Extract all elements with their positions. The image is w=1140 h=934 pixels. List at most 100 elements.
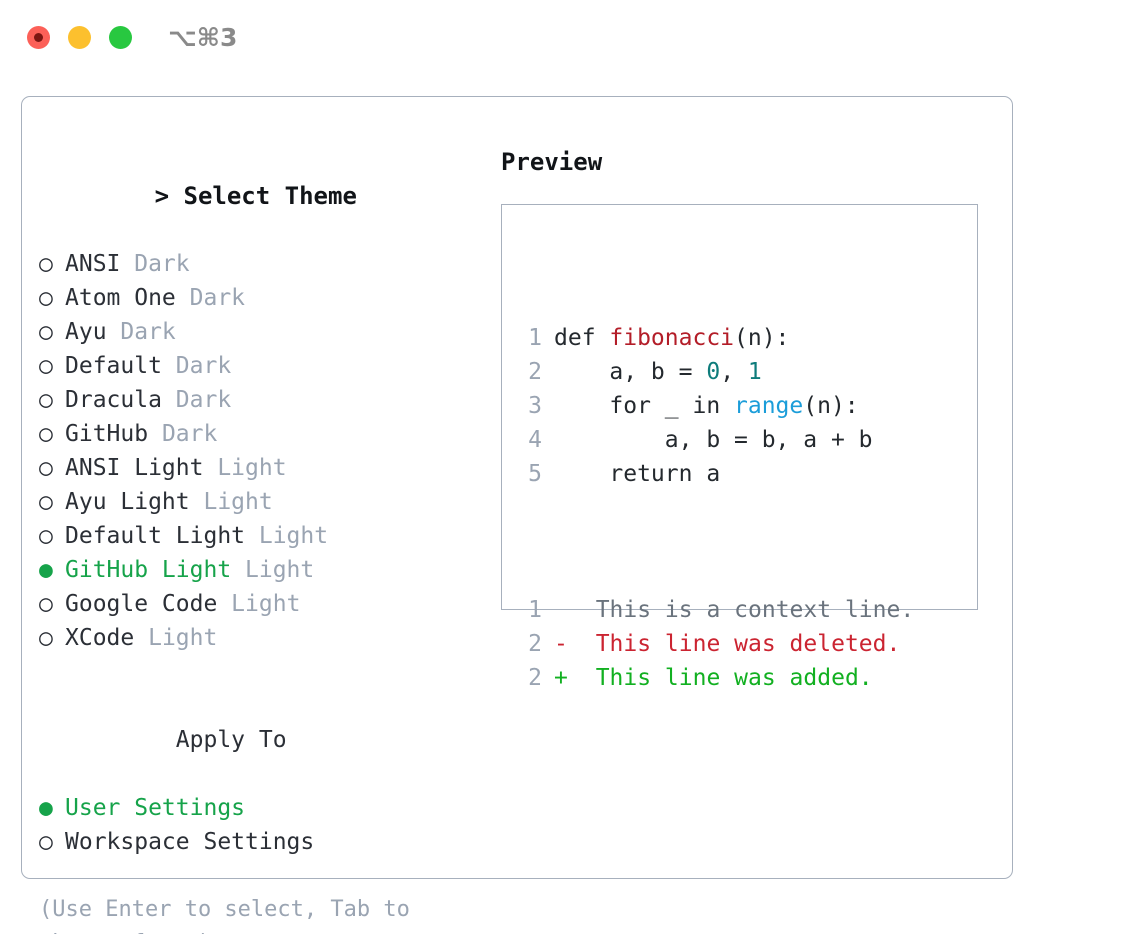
- radio-unselected-icon: ○: [39, 523, 53, 549]
- code-line: 4 a, b = b, a + b: [516, 423, 914, 457]
- diff-marker: +: [554, 665, 568, 691]
- apply-to-option-list: ●User Settings ○ Workspace Settings: [39, 791, 469, 859]
- theme-option-label: Default Light: [65, 523, 246, 549]
- preview-heading: Preview: [501, 148, 603, 176]
- code-line: 3 for _ in range(n):: [516, 389, 914, 423]
- line-number: 4: [528, 427, 542, 453]
- minimize-window-button[interactable]: [68, 26, 91, 49]
- theme-option-atom-one[interactable]: ○ Atom One Dark: [39, 281, 469, 315]
- diff-marker: -: [554, 631, 568, 657]
- theme-option-default-light[interactable]: ○ Default Light Light: [39, 519, 469, 553]
- theme-option-dracula[interactable]: ○ Dracula Dark: [39, 383, 469, 417]
- theme-option-ayu-light[interactable]: ○Ayu Light Light: [39, 485, 469, 519]
- theme-option-label: GitHub Light: [65, 557, 232, 583]
- diff-marker: [554, 593, 568, 627]
- radio-unselected-icon: ○: [39, 285, 53, 311]
- radio-unselected-icon: ○: [39, 625, 53, 651]
- theme-list-column: > Select Theme ○ANSI Dark○Atom One Dark○…: [39, 145, 469, 934]
- code-line: 1 def fibonacci(n):: [516, 321, 914, 355]
- apply-to-option-label: Workspace Settings: [65, 829, 315, 855]
- apply-to-heading-indent: [150, 723, 176, 757]
- radio-unselected-icon: ○: [39, 319, 53, 345]
- theme-option-label: Ayu Light: [65, 489, 190, 515]
- theme-option-category: Light: [245, 523, 329, 549]
- theme-option-default[interactable]: ○Default Dark: [39, 349, 469, 383]
- select-theme-heading-label: Select Theme: [183, 182, 357, 210]
- theme-option-label: GitHub: [65, 421, 149, 447]
- line-number: 2: [528, 665, 542, 691]
- diff-line-text: This line was deleted.: [568, 631, 901, 657]
- diff-sample: 1 This is a context line.2- This line wa…: [516, 593, 914, 695]
- radio-unselected-icon: ○: [39, 829, 53, 855]
- theme-option-category: Light: [203, 455, 287, 481]
- theme-option-github-light[interactable]: ●GitHub Light Light: [39, 553, 469, 587]
- theme-option-category: Dark: [120, 251, 190, 277]
- window-titlebar: ⌥⌘3: [0, 0, 1140, 76]
- apply-to-option-workspace-settings[interactable]: ○ Workspace Settings: [39, 825, 469, 859]
- code-token-plain: a, b =: [554, 359, 707, 385]
- apply-to-heading: Apply To: [39, 689, 469, 791]
- line-number: 3: [528, 393, 542, 419]
- diff-line-add: 2+ This line was added.: [516, 661, 914, 695]
- line-number: 2: [528, 631, 542, 657]
- code-token-plain: def: [554, 325, 610, 351]
- radio-unselected-icon: ○: [39, 251, 53, 277]
- theme-option-category: Dark: [148, 421, 218, 447]
- theme-option-ayu[interactable]: ○Ayu Dark: [39, 315, 469, 349]
- radio-unselected-icon: ○: [39, 387, 53, 413]
- code-token-plain: for _ in: [554, 393, 735, 419]
- theme-option-label: Google Code: [65, 591, 218, 617]
- line-number: 1: [528, 325, 542, 351]
- theme-option-label: Atom One: [65, 285, 176, 311]
- theme-option-ansi[interactable]: ○ ANSI Dark: [39, 247, 469, 281]
- code-token-plain: (n):: [803, 393, 859, 419]
- theme-option-label: Dracula: [65, 387, 162, 413]
- theme-option-category: Light: [189, 489, 273, 515]
- code-token-call: range: [734, 393, 804, 419]
- code-line: 2 a, b = 0, 1: [516, 355, 914, 389]
- code-token-plain: return a: [554, 461, 721, 487]
- theme-option-category: Light: [217, 591, 301, 617]
- theme-option-label: XCode: [65, 625, 135, 651]
- diff-line-del: 2- This line was deleted.: [516, 627, 914, 661]
- theme-option-github[interactable]: ○ GitHub Dark: [39, 417, 469, 451]
- theme-option-ansi-light[interactable]: ○ ANSI Light Light: [39, 451, 469, 485]
- traffic-lights: [27, 26, 132, 49]
- code-token-plain: (n):: [734, 325, 790, 351]
- theme-option-category: Dark: [161, 353, 232, 379]
- apply-to-option-user-settings[interactable]: ●User Settings: [39, 791, 469, 825]
- theme-option-label: ANSI: [65, 251, 121, 277]
- code-token-fn: fibonacci: [609, 325, 735, 351]
- apply-to-heading-label: Apply To: [175, 727, 287, 753]
- diff-line-text: This is a context line.: [568, 597, 915, 623]
- theme-option-list: ○ANSI Dark○Atom One Dark○Ayu Dark○Defaul…: [39, 247, 469, 655]
- select-theme-heading: > Select Theme: [39, 145, 469, 247]
- theme-option-xcode[interactable]: ○ XCode Light: [39, 621, 469, 655]
- close-window-button[interactable]: [27, 26, 50, 49]
- theme-option-category: Light: [231, 557, 315, 583]
- keyboard-shortcut-label: ⌥⌘3: [168, 23, 238, 52]
- theme-option-category: Dark: [161, 387, 232, 413]
- line-number: 1: [528, 597, 542, 623]
- code-token-plain: a, b = b, a + b: [554, 427, 873, 453]
- theme-option-label: ANSI Light: [65, 455, 204, 481]
- theme-option-google-code[interactable]: ○ Google Code Light: [39, 587, 469, 621]
- radio-unselected-icon: ○: [39, 455, 53, 481]
- theme-option-category: Dark: [175, 285, 246, 311]
- keyboard-hint-text: (Use Enter to select, Tab to change focu…: [39, 897, 410, 934]
- zoom-window-button[interactable]: [109, 26, 132, 49]
- theme-option-label: Ayu: [65, 319, 107, 345]
- radio-unselected-icon: ○: [39, 421, 53, 447]
- code-line: 5 return a: [516, 457, 914, 491]
- theme-option-category: Light: [134, 625, 218, 651]
- list-spacer: [39, 655, 469, 689]
- diff-line-ctx: 1 This is a context line.: [516, 593, 914, 627]
- code-token-plain: ,: [720, 359, 748, 385]
- radio-unselected-icon: ○: [39, 591, 53, 617]
- line-number: 2: [528, 359, 542, 385]
- theme-option-label: Default: [65, 353, 162, 379]
- line-number: 5: [528, 461, 542, 487]
